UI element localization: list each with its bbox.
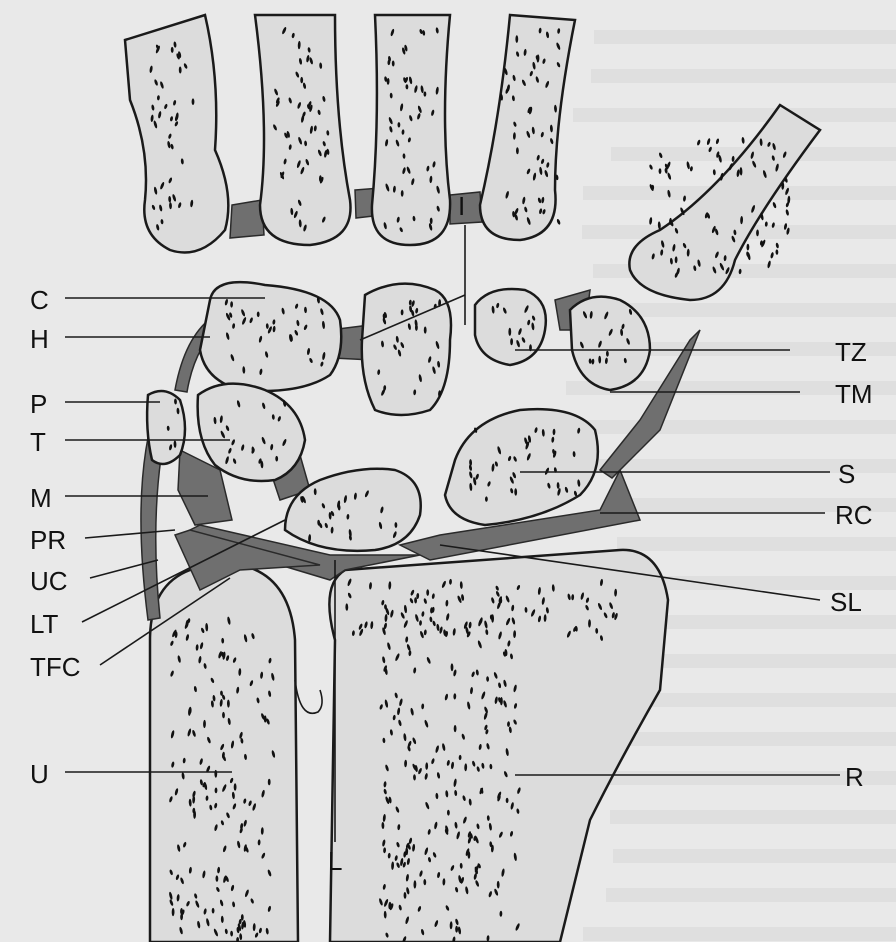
trabecula-dot — [430, 218, 433, 224]
bleed-text-line — [611, 732, 896, 746]
intermetacarpal-ligament-3 — [450, 192, 482, 224]
trabecula-dot — [506, 798, 509, 803]
trabecula-dot — [659, 168, 662, 174]
label-M: M — [30, 483, 52, 513]
bleed-text-line — [610, 810, 896, 824]
trabecula-dot — [424, 327, 427, 334]
bleed-text-line — [591, 69, 896, 83]
trapezoid-bone — [475, 289, 546, 365]
bleed-text-line — [573, 108, 896, 122]
label-SL: SL — [830, 587, 862, 617]
label-H: H — [30, 324, 49, 354]
capitate-bone — [362, 284, 451, 415]
label-LT: LT — [30, 609, 59, 639]
label-L: L — [328, 846, 342, 876]
label-RC: RC — [835, 500, 873, 530]
label-U: U — [30, 759, 49, 789]
bleed-text-line — [583, 927, 896, 941]
label-UC: UC — [30, 566, 68, 596]
trabecula-dot — [485, 496, 488, 501]
bleed-text-line — [571, 420, 896, 434]
trabecula-dot — [455, 926, 458, 933]
label-I: I — [458, 191, 465, 221]
trabecula-dot — [405, 847, 408, 855]
label-PR: PR — [30, 525, 66, 555]
trabecula-dot — [424, 91, 427, 96]
trabecula-dot — [515, 35, 518, 43]
bleed-text-line — [594, 30, 896, 44]
trabecula-dot — [491, 614, 494, 622]
trabecula-dot — [398, 122, 401, 127]
label-P: P — [30, 389, 47, 419]
trabecula-dot — [426, 589, 429, 596]
label-TZ: TZ — [835, 337, 867, 367]
trabecula-dot — [300, 77, 303, 83]
bleed-text-line — [606, 888, 896, 902]
label-TM: TM — [835, 379, 873, 409]
label-S: S — [838, 459, 855, 489]
bleed-text-line — [617, 537, 896, 551]
bleed-text-line — [613, 849, 896, 863]
trabecula-dot — [234, 783, 237, 791]
trabecula-dot — [508, 328, 511, 336]
trabecula-dot — [268, 779, 271, 786]
label-R: R — [845, 762, 864, 792]
label-T: T — [30, 427, 46, 457]
metacarpal-4 — [255, 15, 351, 245]
trabecula-dot — [241, 914, 244, 920]
trabecula-dot — [454, 725, 457, 732]
label-C: C — [30, 285, 49, 315]
label-TFC: TFC — [30, 652, 81, 682]
trabecula-dot — [192, 98, 195, 105]
